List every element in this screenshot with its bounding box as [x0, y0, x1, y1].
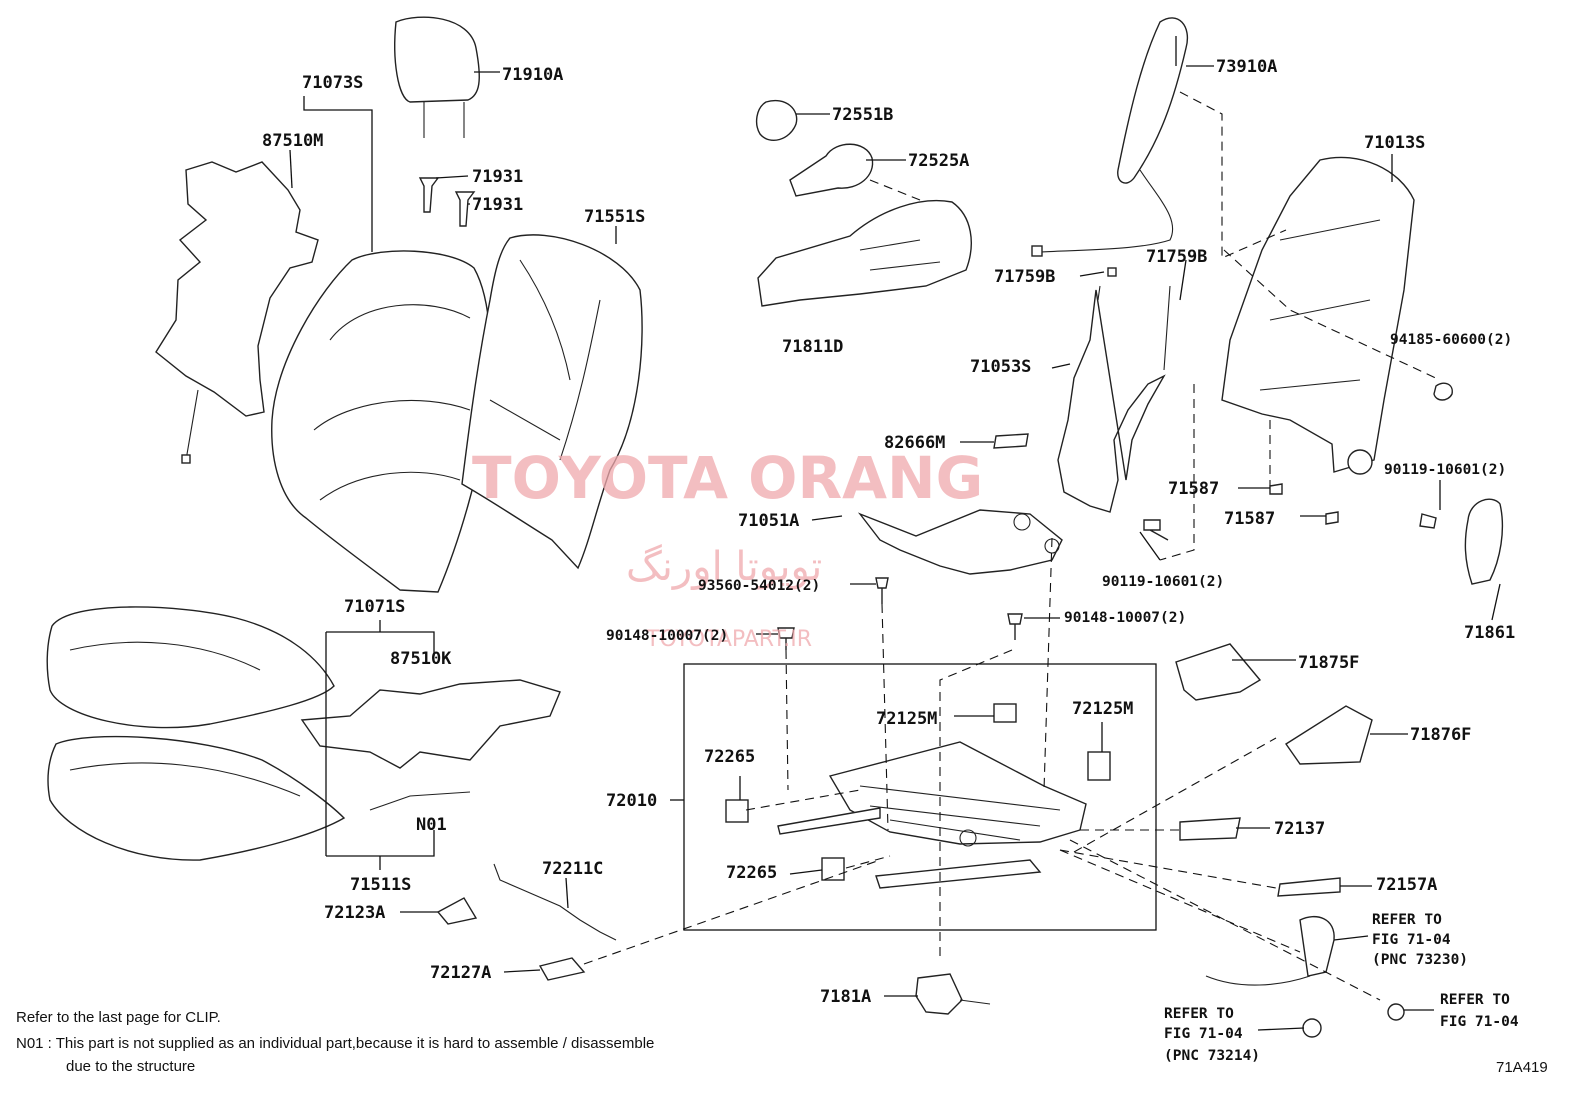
footnotes: Refer to the last page for CLIP. N01 : T… [16, 1009, 1548, 1076]
refer-note-2-line2: FIG 71-04 [1440, 1014, 1519, 1030]
label-72137: 72137 [1274, 819, 1325, 839]
label-71071S: 71071S [344, 597, 405, 617]
label-72265-lower: 72265 [726, 863, 777, 883]
refer-notes: REFER TO FIG 71-04 (PNC 73230) REFER TO … [1164, 912, 1519, 1064]
label-71759B-left: 71759B [994, 267, 1055, 287]
label-72123A: 72123A [324, 903, 385, 923]
back-heater-mat-part [155, 161, 319, 464]
seat-back-cover-part [271, 250, 492, 593]
seat-back-pad-part [461, 234, 643, 570]
label-72010: 72010 [606, 791, 657, 811]
label-94185-60600: 94185-60600(2) [1390, 332, 1512, 348]
label-72265-upper: 72265 [704, 747, 755, 767]
label-71013S: 71013S [1364, 133, 1425, 153]
refer-note-1-line3: (PNC 73230) [1372, 952, 1468, 968]
cushion-heater-mat-part [300, 679, 561, 811]
label-72551B: 72551B [832, 105, 893, 125]
side-airbag-part [1031, 17, 1188, 277]
refer-note-1-line2: FIG 71-04 [1372, 932, 1451, 948]
recliner-cover-cap-part [755, 99, 798, 142]
label-90148-10007-left: 90148-10007(2) [606, 628, 728, 644]
side-cover-part [1464, 498, 1504, 585]
label-71587-upper: 71587 [1168, 479, 1219, 499]
label-87510K: 87510K [390, 649, 452, 669]
headrest-part [394, 16, 480, 138]
label-71931-lower: 71931 [472, 195, 523, 215]
label-90119-10601-right: 90119-10601(2) [1384, 462, 1506, 478]
label-71861: 71861 [1464, 623, 1515, 643]
label-71931-upper: 71931 [472, 167, 523, 187]
headrest-guide-part [418, 177, 476, 227]
bracket-part [436, 897, 586, 981]
n01-note-line2: due to the structure [66, 1058, 195, 1075]
adjuster-cover-part [1175, 643, 1373, 765]
seat-cushion-cover-part [46, 606, 335, 729]
refer-note-1-line1: REFER TO [1372, 912, 1442, 928]
label-87510M: 87510M [262, 131, 323, 151]
label-71875F: 71875F [1298, 653, 1359, 673]
seat-adjuster-part [777, 741, 1087, 889]
refer-note-3-line1: REFER TO [1164, 1006, 1234, 1022]
label-72125M-left: 72125M [876, 709, 937, 729]
watermark: TOYOTA ORANG تویوتا اورنگ TOYOTAPART.IR [472, 444, 983, 652]
label-N01: N01 [416, 815, 447, 835]
label-90119-10601-center: 90119-10601(2) [1102, 574, 1224, 590]
label-71811D: 71811D [782, 337, 843, 357]
tag-part [993, 433, 1029, 449]
rod-part [493, 863, 617, 941]
label-7181A: 7181A [820, 987, 871, 1007]
seat-belt-buckle-part [1205, 915, 1405, 1038]
clip-part [725, 703, 1111, 881]
label-71876F: 71876F [1410, 725, 1471, 745]
leader-lines [289, 36, 1501, 1031]
label-73910A: 73910A [1216, 57, 1277, 77]
figure-id: 71A419 [1496, 1059, 1548, 1076]
label-72525A: 72525A [908, 151, 969, 171]
watermark-url: TOYOTAPART.IR [645, 627, 812, 652]
label-72127A: 72127A [430, 963, 491, 983]
motor-part [915, 973, 991, 1015]
seat-cushion-pad-part [47, 735, 346, 861]
watermark-persian: تویوتا اورنگ [626, 544, 822, 590]
label-72157A: 72157A [1376, 875, 1437, 895]
dashed-lines [583, 91, 1441, 1001]
seat-back-shield-part [757, 199, 972, 307]
label-71551S: 71551S [584, 207, 645, 227]
refer-note-3-line2: FIG 71-04 [1164, 1026, 1243, 1042]
bolt-part [777, 382, 1453, 650]
refer-note-3-line3: (PNC 73214) [1164, 1048, 1260, 1064]
label-71051A: 71051A [738, 511, 799, 531]
label-93560-54012: 93560-54012(2) [698, 578, 820, 594]
recliner-lever-part [789, 143, 874, 197]
seat-back-frame-part [1221, 156, 1415, 475]
label-71587-lower: 71587 [1224, 509, 1275, 529]
refer-note-2-line1: REFER TO [1440, 992, 1510, 1008]
label-71759B-right: 71759B [1146, 247, 1207, 267]
label-82666M: 82666M [884, 433, 945, 453]
part-labels: 71910A 71073S 87510M 71931 71931 71551S … [262, 57, 1515, 1007]
seat-wire-harness-part [857, 509, 1063, 575]
lumbar-support-part [1057, 285, 1171, 513]
label-72211C: 72211C [542, 859, 603, 879]
label-71511S: 71511S [350, 875, 411, 895]
label-71053S: 71053S [970, 357, 1031, 377]
watermark-brand: TOYOTA ORANG [472, 444, 983, 512]
small-cover-part [1179, 817, 1341, 897]
label-71073S: 71073S [302, 73, 363, 93]
label-72125M-right: 72125M [1072, 699, 1133, 719]
label-71910A: 71910A [502, 65, 563, 85]
clip-note: Refer to the last page for CLIP. [16, 1009, 221, 1026]
label-90148-10007-right: 90148-10007(2) [1064, 610, 1186, 626]
n01-note-line1: N01 : This part is not supplied as an in… [16, 1035, 654, 1052]
